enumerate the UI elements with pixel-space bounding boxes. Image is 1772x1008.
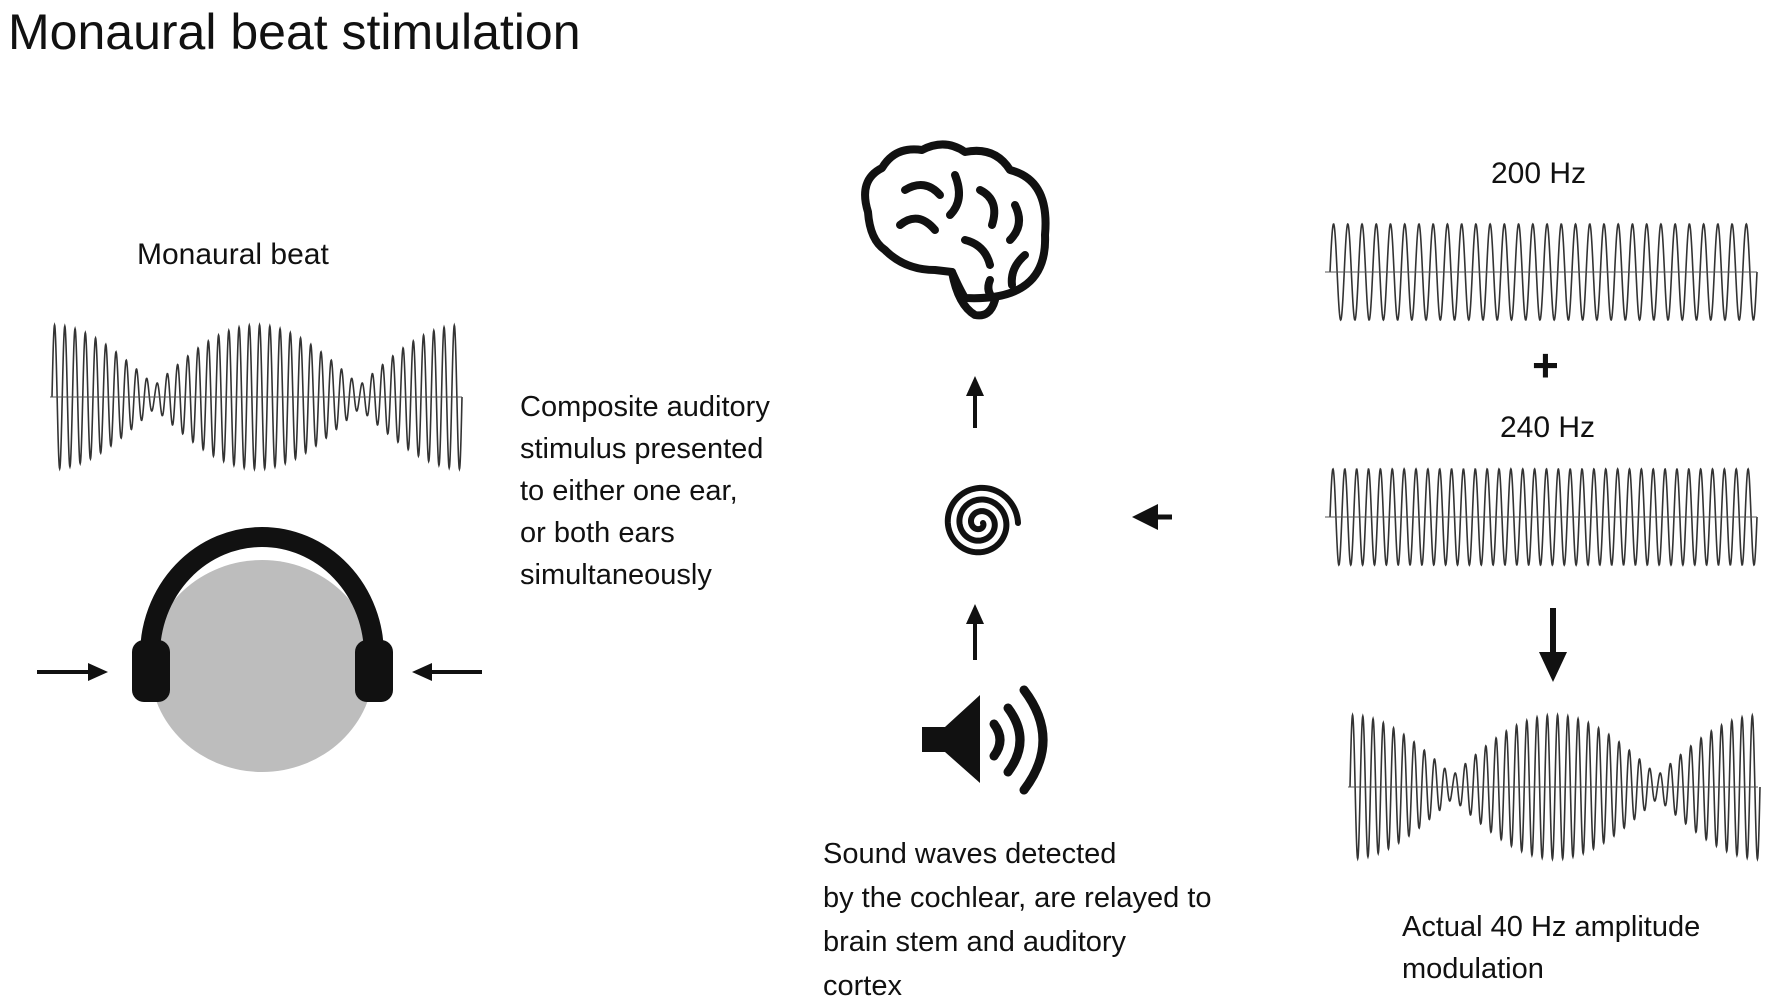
head-icon bbox=[150, 560, 374, 772]
description-line: Composite auditory bbox=[520, 391, 770, 423]
description-line: or both ears bbox=[520, 517, 675, 549]
tone-200hz-label: 200 Hz bbox=[1491, 157, 1587, 190]
tone-240hz-label: 240 Hz bbox=[1500, 411, 1596, 444]
description-line: Sound waves detected bbox=[823, 838, 1117, 870]
page-title: Monaural beat stimulation bbox=[8, 4, 581, 60]
headphones-icon bbox=[132, 527, 393, 702]
description-line: brain stem and auditory bbox=[823, 926, 1127, 958]
description-line: simultaneously bbox=[520, 559, 712, 591]
plus-sign: + bbox=[1532, 339, 1559, 391]
monaural-beat-label: Monaural beat bbox=[137, 238, 329, 271]
amplitude-modulation-description: Actual 40 Hz amplitude modulation bbox=[1402, 906, 1700, 990]
description-line: cortex bbox=[823, 970, 902, 1002]
description-line: to either one ear, bbox=[520, 475, 738, 507]
composite-stimulus-description: Composite auditory stimulus presented to… bbox=[520, 386, 770, 596]
description-line: stimulus presented bbox=[520, 433, 764, 465]
description-line: modulation bbox=[1402, 953, 1544, 985]
arrow-icon bbox=[966, 604, 984, 660]
arrow-icon bbox=[1539, 608, 1567, 682]
description-line: by the cochlear, are relayed to bbox=[823, 882, 1212, 914]
arrow-icon bbox=[412, 663, 482, 681]
description-line: Actual 40 Hz amplitude bbox=[1402, 911, 1701, 943]
speaker-icon bbox=[922, 685, 1048, 795]
cochlea-relay-description: Sound waves detected by the cochlear, ar… bbox=[823, 832, 1212, 1008]
arrow-icon bbox=[1132, 504, 1172, 530]
brain-icon bbox=[861, 140, 1050, 320]
cochlea-spiral-icon bbox=[944, 484, 1021, 556]
arrow-icon bbox=[966, 376, 984, 428]
arrow-icon bbox=[37, 663, 108, 681]
